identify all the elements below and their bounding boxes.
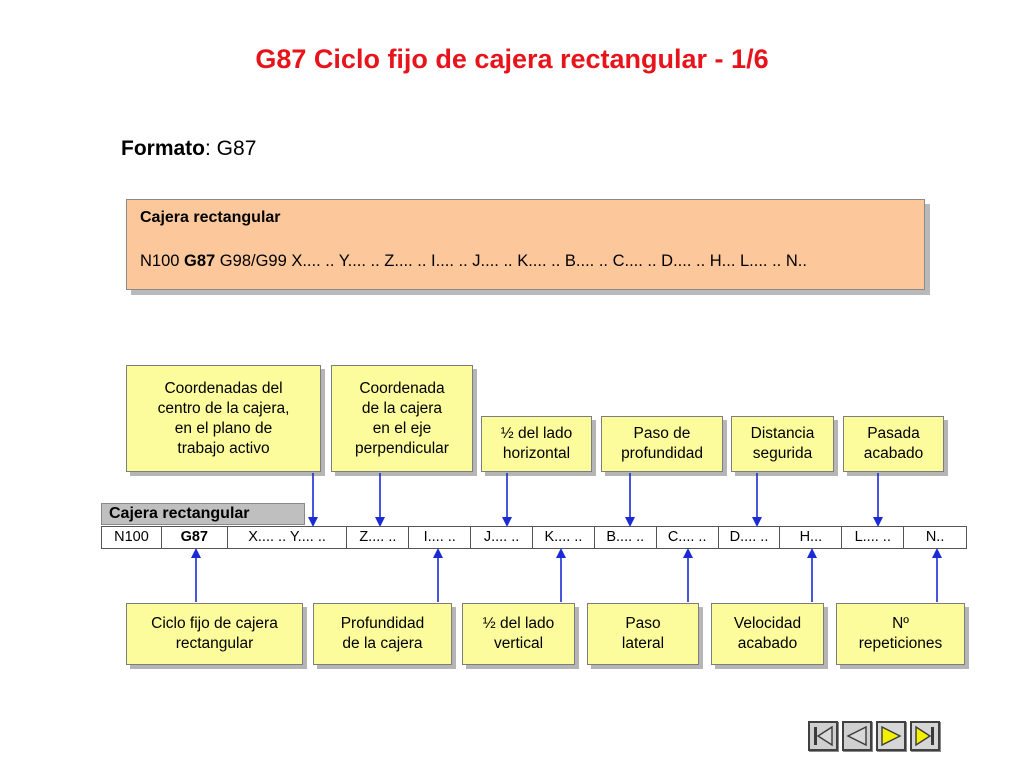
cell-i: I.... .. <box>409 527 472 548</box>
label-velocidad-acabado: Velocidad acabado <box>711 603 824 665</box>
label-text: ½ del lado vertical <box>482 615 555 652</box>
cell-g87: G87 <box>162 527 228 548</box>
format-box-heading: Cajera rectangular <box>140 209 281 226</box>
label-text: Velocidad acabado <box>733 615 802 652</box>
label-paso-lateral: Paso lateral <box>587 603 699 665</box>
next-slide-icon <box>881 725 902 747</box>
syntax-params: G98/G99 X.... .. Y.... .. Z.... .. I....… <box>215 252 807 270</box>
label-lado-horizontal: ½ del lado horizontal <box>481 416 592 472</box>
last-slide-button[interactable] <box>910 721 940 751</box>
cell-c: C.... .. <box>657 527 719 548</box>
label-text: Distancia segurida <box>750 425 815 462</box>
format-table-row: N100 G87 X.... .. Y.... .. Z.... .. I...… <box>101 526 967 549</box>
syntax-code: G87 <box>184 252 216 270</box>
cell-h: H... <box>780 527 843 548</box>
format-heading: Formato: G87 <box>121 137 256 161</box>
format-separator: : <box>205 137 211 160</box>
first-slide-icon <box>814 725 833 747</box>
cell-k: K.... .. <box>533 527 595 548</box>
format-syntax-line: N100 G87 G98/G99 X.... .. Y.... .. Z....… <box>140 252 807 271</box>
label-text: Paso de profundidad <box>621 425 703 462</box>
label-text: Paso lateral <box>621 615 665 652</box>
cell-n100: N100 <box>102 527 162 548</box>
cell-j: J.... .. <box>471 527 533 548</box>
previous-slide-button[interactable] <box>842 721 872 751</box>
first-slide-button[interactable] <box>808 721 838 751</box>
cell-n: N.. <box>925 529 945 545</box>
format-syntax-box: Cajera rectangular N100 G87 G98/G99 X...… <box>126 199 925 290</box>
label-lado-vertical: ½ del lado vertical <box>462 603 575 665</box>
cell-l: L.... .. <box>842 527 905 548</box>
format-label: Formato <box>121 137 205 160</box>
format-value: G87 <box>210 137 257 160</box>
cell-d: D.... .. <box>719 527 781 548</box>
label-paso-profundidad: Paso de profundidad <box>601 416 723 472</box>
cell-xy: X.... .. Y.... .. <box>228 527 348 548</box>
cell-z: Z.... .. <box>347 527 410 548</box>
label-profundidad-cajera: Profundidad de la cajera <box>313 603 452 665</box>
label-repeticiones: Nº repeticiones <box>836 603 965 665</box>
label-pasada-acabado: Pasada acabado <box>843 416 944 472</box>
last-slide-icon <box>915 725 934 747</box>
label-coordenadas-centro: Coordenadas del centro de la cajera, en … <box>126 365 321 472</box>
label-distancia-segurida: Distancia segurida <box>731 416 834 472</box>
label-text: Pasada acabado <box>863 425 924 462</box>
label-coordenada-eje: Coordenada de la cajera en el eje perpen… <box>331 365 473 472</box>
page-title: G87 Ciclo fijo de cajera rectangular - 1… <box>255 44 769 74</box>
next-slide-button[interactable] <box>876 721 906 751</box>
label-text: Coordenada de la cajera en el eje perpen… <box>355 379 449 457</box>
cell-b: B.... .. <box>595 527 657 548</box>
label-text: Ciclo fijo de cajera rectangular <box>151 615 278 652</box>
label-text: Nº repeticiones <box>858 615 943 652</box>
previous-slide-icon <box>846 725 867 747</box>
label-text: Profundidad de la cajera <box>340 615 425 652</box>
label-text: ½ del lado horizontal <box>500 425 573 462</box>
syntax-prefix: N100 <box>140 252 185 270</box>
table-caption: Cajera rectangular <box>101 503 305 525</box>
label-text: Coordenadas del centro de la cajera, en … <box>157 379 290 457</box>
label-ciclo-fijo: Ciclo fijo de cajera rectangular <box>126 603 303 665</box>
